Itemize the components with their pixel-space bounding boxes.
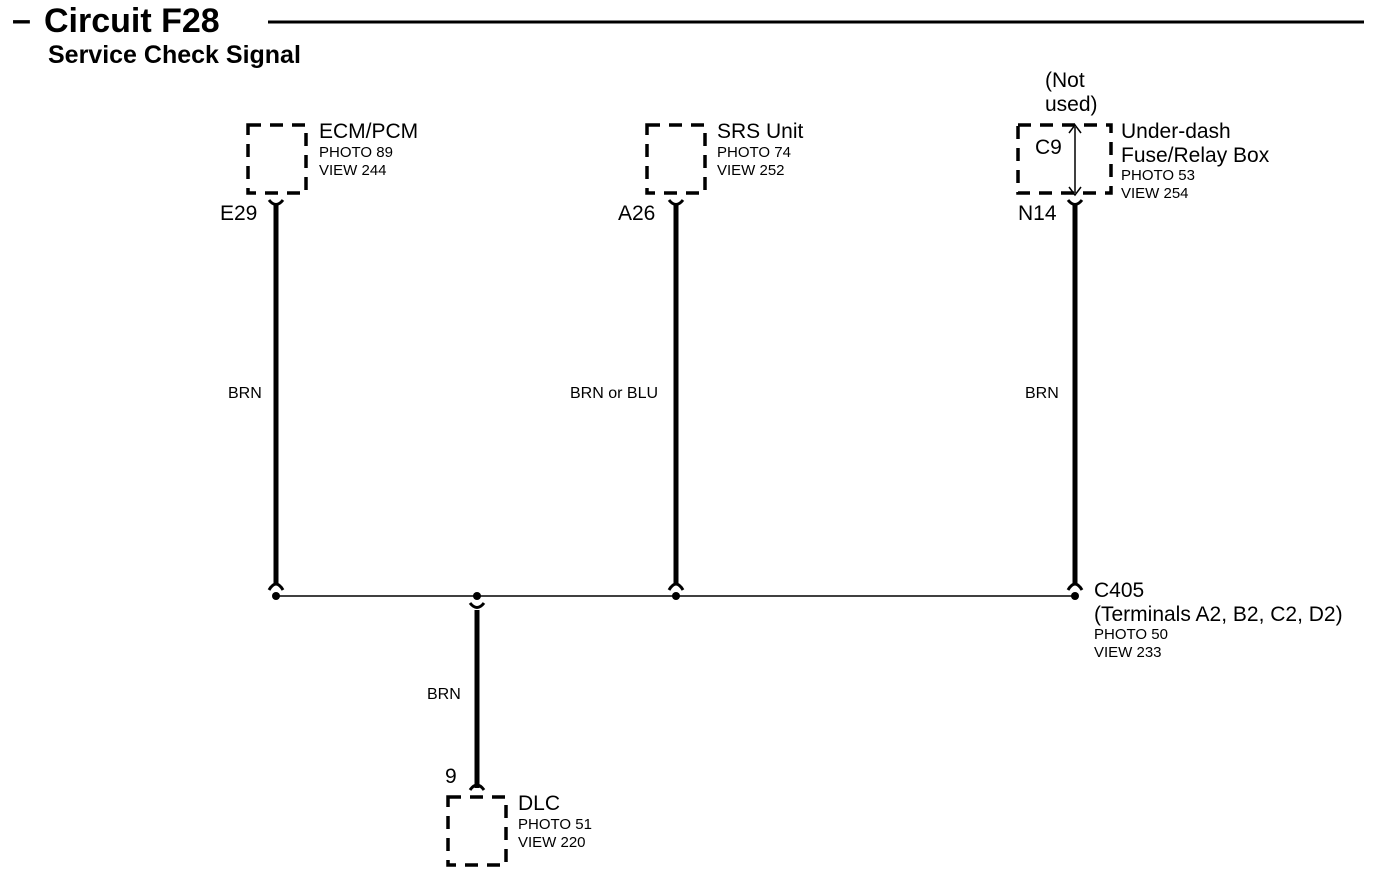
splice-dot-srs	[672, 592, 680, 600]
c405-terminal-fuse-box	[1066, 582, 1084, 591]
header-dash: –	[12, 1, 31, 39]
srs-terminal	[667, 199, 685, 206]
dlc-pin: 9	[445, 765, 457, 788]
fuse-box-photo: PHOTO 53	[1121, 167, 1195, 184]
c405-view: VIEW 233	[1094, 644, 1162, 661]
srs-view: VIEW 252	[717, 162, 785, 179]
splice-dot-fuse-box	[1071, 592, 1079, 600]
dlc-name: DLC	[518, 792, 561, 815]
fuse-box-view: VIEW 254	[1121, 185, 1189, 202]
dlc-terminal	[468, 783, 486, 791]
fuse-relay-box	[1016, 123, 1113, 195]
diagram-title: Circuit F28	[44, 2, 220, 40]
fuse-box-terminal	[1066, 199, 1084, 206]
dlc-view: VIEW 220	[518, 834, 586, 851]
fuse-box-wire-color: BRN	[1025, 385, 1059, 402]
c405-photo: PHOTO 50	[1094, 626, 1168, 643]
srs-wire-color: BRN or BLU	[570, 385, 659, 402]
c405-terminal-ecm	[267, 582, 285, 591]
c405-terminal-srs	[667, 582, 685, 591]
fuse-box-pin: N14	[1018, 202, 1057, 225]
srs-pin: A26	[618, 202, 656, 225]
ecm-wire-color: BRN	[228, 385, 262, 402]
c405-terminal-dlc	[468, 602, 486, 609]
ecm-terminal	[267, 199, 285, 206]
ecm-pin: E29	[220, 202, 258, 225]
ecm-name: ECM/PCM	[319, 120, 419, 143]
splice-dot-dlc	[473, 592, 481, 600]
ecm-photo: PHOTO 89	[319, 144, 393, 161]
c405-name: C405	[1094, 579, 1145, 602]
fuse-box-name-line2: Fuse/Relay Box	[1121, 144, 1270, 167]
diagram-subtitle: Service Check Signal	[48, 41, 301, 69]
ecm-pcm-box	[246, 123, 308, 195]
c405-terminals: (Terminals A2, B2, C2, D2)	[1094, 603, 1343, 626]
srs-name: SRS Unit	[717, 120, 804, 143]
fuse-box-internal-c9: C9	[1035, 136, 1062, 159]
dlc-box	[446, 795, 508, 867]
fuse-box-note-line2: used)	[1045, 93, 1098, 116]
ecm-view: VIEW 244	[319, 162, 387, 179]
not-used-arrow	[1068, 123, 1082, 197]
srs-photo: PHOTO 74	[717, 144, 791, 161]
splice-dot-ecm	[272, 592, 280, 600]
srs-unit-box	[645, 123, 707, 195]
fuse-box-name-line1: Under-dash	[1121, 120, 1231, 143]
dlc-photo: PHOTO 51	[518, 816, 592, 833]
dlc-wire-color: BRN	[427, 686, 461, 703]
fuse-box-note-line1: (Not	[1045, 69, 1085, 92]
